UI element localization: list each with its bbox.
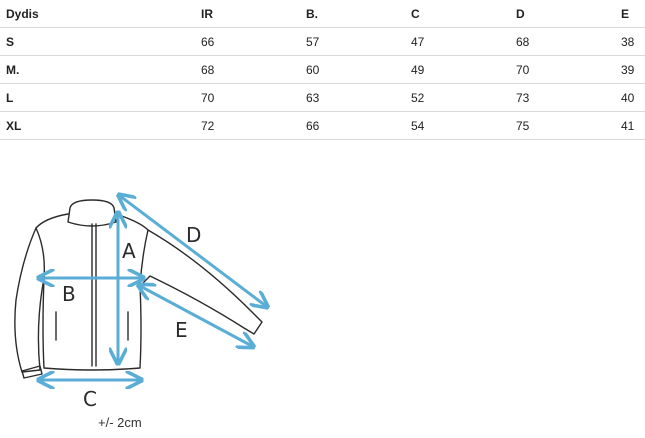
size-label: M. xyxy=(6,62,20,77)
arrow-e xyxy=(140,286,252,346)
cell-b: 63 xyxy=(306,90,320,105)
cell-e: 40 xyxy=(621,90,635,105)
cell-c: 54 xyxy=(411,118,425,133)
jacket-measurement-diagram: A B C D E xyxy=(14,180,290,411)
tolerance-note: +/- 2cm xyxy=(98,415,142,430)
label-c: C xyxy=(83,387,97,411)
cell-d: 68 xyxy=(516,34,530,49)
table-row: XL 72 66 54 75 41 xyxy=(0,112,645,140)
table-row: M. 68 60 49 70 39 xyxy=(0,56,645,84)
cell-e: 38 xyxy=(621,34,635,49)
label-a: A xyxy=(122,239,136,263)
size-label: XL xyxy=(6,118,22,133)
cell-b: 66 xyxy=(306,118,320,133)
table-row: L 70 63 52 73 40 xyxy=(0,84,645,112)
measurement-arrows xyxy=(40,196,266,380)
header-c: C xyxy=(411,6,420,21)
cell-d: 73 xyxy=(516,90,530,105)
header-ir: IR xyxy=(201,6,213,21)
size-table: Dydis IR B. C D E S 66 57 47 68 38 M. 68… xyxy=(0,0,645,140)
size-label: L xyxy=(6,90,14,105)
cell-c: 49 xyxy=(411,62,425,77)
header-size: Dydis xyxy=(6,6,39,21)
header-d: D xyxy=(516,6,525,21)
cell-ir: 68 xyxy=(201,62,215,77)
cell-ir: 72 xyxy=(201,118,215,133)
arrow-d xyxy=(120,196,266,306)
cell-c: 47 xyxy=(411,34,425,49)
table-row: S 66 57 47 68 38 xyxy=(0,28,645,56)
cell-ir: 70 xyxy=(201,90,215,105)
cell-e: 41 xyxy=(621,118,635,133)
header-b: B. xyxy=(306,6,318,21)
label-e: E xyxy=(175,318,188,342)
jacket-outline xyxy=(14,199,263,379)
cell-b: 60 xyxy=(306,62,320,77)
header-e: E xyxy=(621,6,630,21)
label-b: B xyxy=(62,282,76,306)
cell-b: 57 xyxy=(306,34,320,49)
cell-ir: 66 xyxy=(201,34,215,49)
cell-e: 39 xyxy=(621,62,635,77)
size-label: S xyxy=(6,34,15,49)
cell-d: 70 xyxy=(516,62,530,77)
table-header-row: Dydis IR B. C D E xyxy=(0,0,645,28)
cell-d: 75 xyxy=(516,118,530,133)
label-d: D xyxy=(186,223,201,247)
cell-c: 52 xyxy=(411,90,425,105)
